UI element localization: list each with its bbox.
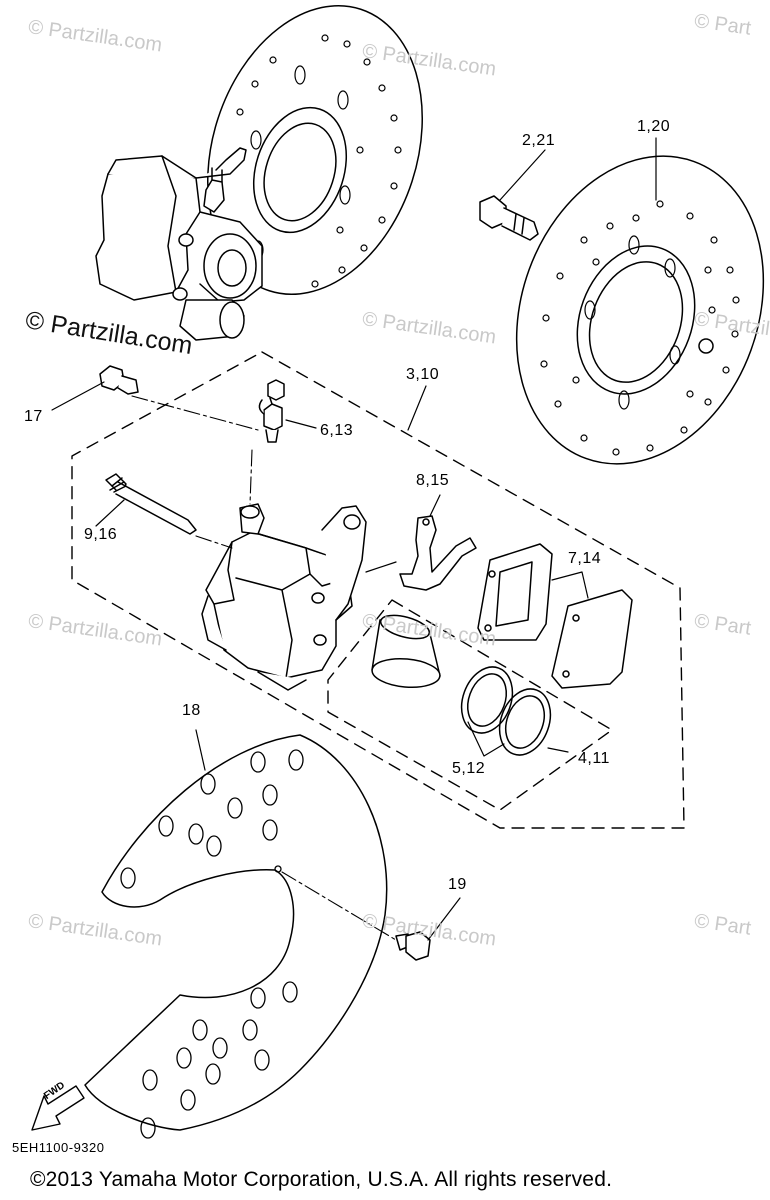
assembled-brake-rotor	[207, 5, 423, 295]
callout-19: 19	[448, 876, 467, 893]
callout-7-14: 7,14	[568, 550, 602, 567]
callout-17: 17	[24, 408, 43, 425]
assembled-caliper	[95, 147, 263, 341]
bleed-screw-part	[258, 379, 285, 443]
diagram-code: 5EH1100-9320	[12, 1140, 105, 1155]
caliper-pin-part	[105, 473, 197, 535]
center-lines	[131, 395, 397, 941]
pad-spring-part	[399, 515, 477, 591]
callout-8-15: 8,15	[416, 472, 450, 489]
rotor-bolt-part	[479, 195, 539, 241]
callout-1-20: 1,20	[637, 118, 671, 135]
copyright-notice: ©2013 Yamaha Motor Corporation, U.S.A. A…	[30, 1168, 613, 1191]
callout-3-10: 3,10	[406, 366, 440, 383]
callout-4-11: 4,11	[578, 750, 610, 767]
piston-part	[371, 614, 441, 689]
callout-6-13: 6,13	[320, 422, 354, 439]
callout-9-16: 9,16	[84, 526, 118, 543]
callout-2-21: 2,21	[522, 132, 556, 149]
fwd-arrow-icon	[31, 1085, 85, 1131]
brake-rotor-part	[515, 155, 765, 465]
bolt-19-part	[395, 931, 431, 961]
callout-5-12: 5,12	[452, 760, 486, 777]
callout-18: 18	[182, 702, 201, 719]
brake-pads-part	[477, 543, 633, 689]
disc-guard-part	[84, 734, 388, 1139]
bolt-17-part	[99, 365, 139, 395]
caliper-body-part	[201, 503, 367, 691]
piston-seals-part	[460, 666, 552, 756]
assembly-boundaries	[71, 351, 685, 829]
leader-lines	[51, 137, 657, 941]
